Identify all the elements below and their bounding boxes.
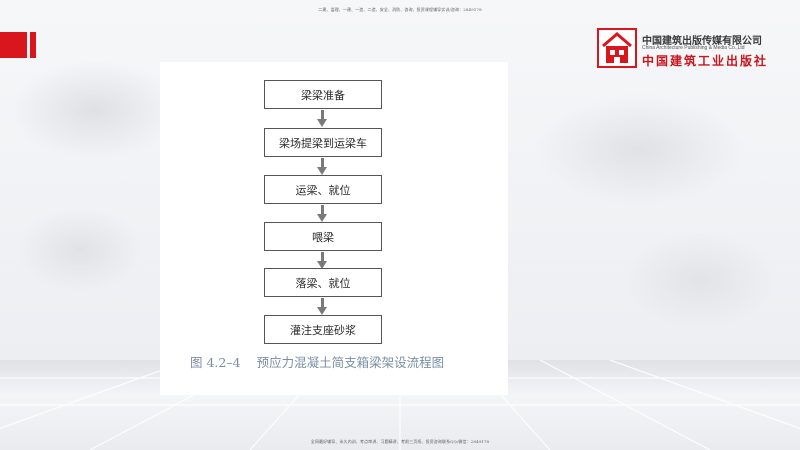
flow-arrow-3 [317,205,329,222]
footer-note: 全网最好辅导、永久内训、考点串讲、习题精讲、考前三页纸、投资咨询联系QQ/微信：… [310,439,490,444]
flow-step-5: 落梁、就位 [264,268,382,297]
flow-arrow-5 [317,298,329,315]
figure-caption-number: 图 4.2–4 [190,355,241,370]
figure-caption-text: 预应力混凝土简支箱梁架设流程图 [256,355,445,370]
figure-caption: 图 4.2–4 预应力混凝土简支箱梁架设流程图 [190,352,444,371]
publisher-name-cn: 中国建筑出版传媒有限公司 [642,36,762,47]
publisher-logo-icon [597,28,637,68]
flow-step-6: 灌注支座砂浆 [264,315,382,344]
publisher-name-en: China Architecture Publishing & Media Co… [642,45,745,51]
flow-step-3: 运梁、就位 [264,175,382,204]
flow-arrow-2 [317,158,329,175]
flow-step-4: 喂梁 [264,222,382,251]
flow-step-2: 梁场提梁到运梁车 [264,128,382,157]
header-note: 二建、监理、一建、一造、二造、安全、消防、咨询、投资课程辅导实训/咨询：2849… [318,7,482,12]
flow-arrow-4 [317,252,329,269]
red-accent-block [0,32,27,58]
publisher-name-script: 中国建筑工业出版社 [642,54,769,68]
flow-arrow-1 [317,110,329,127]
red-accent-bar [30,32,36,58]
flow-step-1: 梁梁准备 [264,80,382,109]
flowchart-figure: 梁梁准备 梁场提梁到运梁车 运梁、就位 喂梁 落梁、就位 灌注支座砂浆 图 4.… [160,62,508,395]
